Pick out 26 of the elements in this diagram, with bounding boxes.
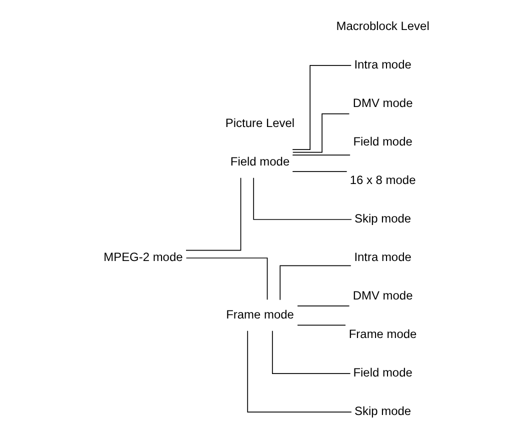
node-text: Skip mode [354,212,411,226]
node-text: DMV mode [352,288,412,303]
connector [292,171,347,172]
node-text: Field mode [230,154,290,168]
node-text: Skip mode [354,404,411,418]
connector [246,330,352,412]
node-text: Frame mode [226,308,294,322]
connector [252,177,352,220]
node-text: Intra mode [354,250,411,264]
node-text: Field mode [352,134,412,149]
connector [296,324,346,326]
connector [185,178,241,251]
node-text: DMV mode [352,96,412,110]
label: Macroblock Level [336,19,429,34]
connector [292,113,350,153]
connector [272,330,350,374]
node-text: Intra mode [354,58,411,72]
node-text: MPEG-2 mode [103,250,182,264]
node-text: 16 x 8 mode [349,173,416,188]
connector [292,154,350,156]
connector [185,258,268,300]
node-text: Field mode [352,366,412,380]
connector [279,265,351,300]
label: Picture Level [224,116,294,130]
connector [292,65,352,150]
node-text: Frame mode [348,327,416,342]
